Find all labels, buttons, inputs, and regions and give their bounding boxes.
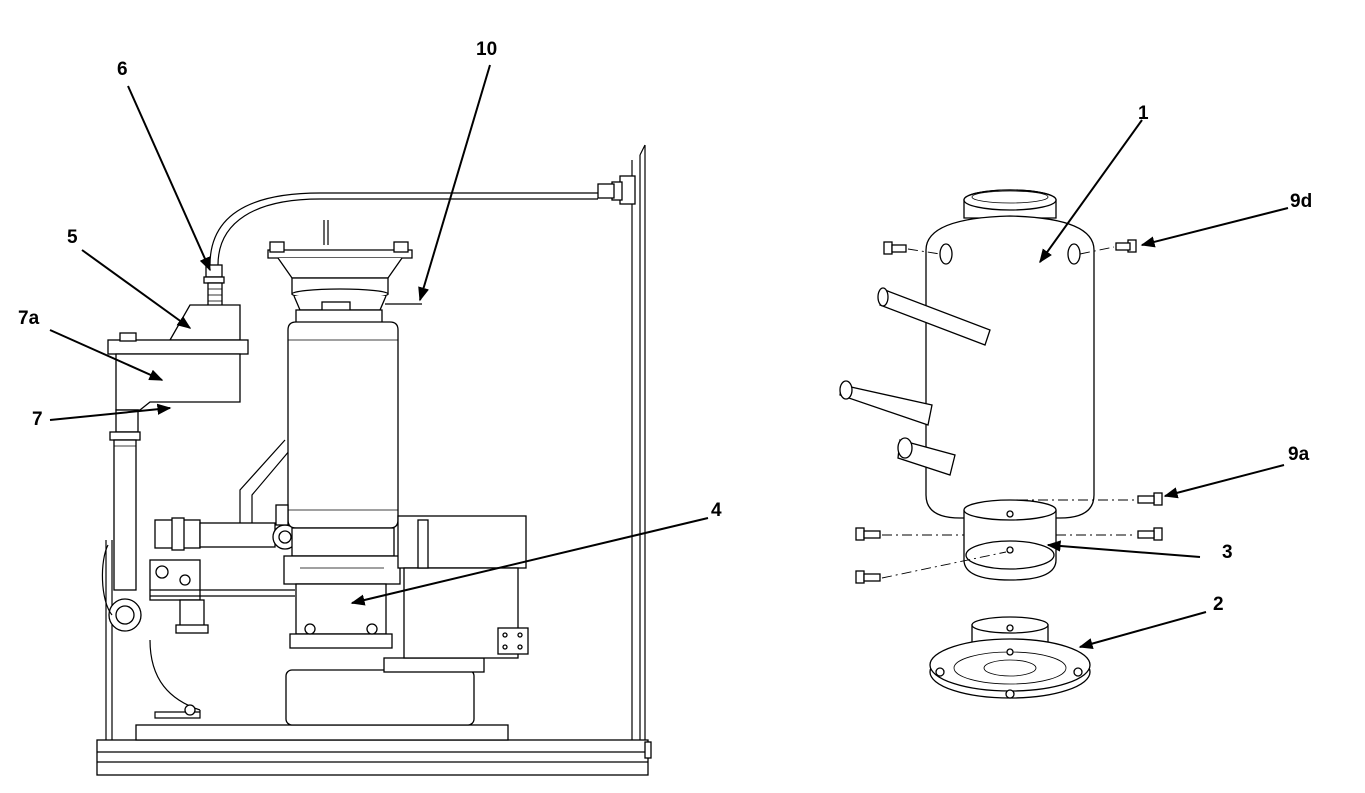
alignment-lines xyxy=(881,246,1136,579)
callout-3: 3 xyxy=(1222,542,1233,563)
reservoir-box xyxy=(107,304,249,441)
callout-2: 2 xyxy=(1213,594,1224,615)
callout-4: 4 xyxy=(711,500,722,521)
callout-7a: 7a xyxy=(18,308,40,329)
horizontal-pipes xyxy=(149,439,298,719)
motor-housing xyxy=(283,527,485,726)
main-cylinder xyxy=(275,321,399,529)
callout-10: 10 xyxy=(476,39,497,60)
callout-6: 6 xyxy=(117,59,128,80)
base-frame xyxy=(96,724,652,776)
control-box xyxy=(397,515,529,659)
callout-1: 1 xyxy=(1138,103,1149,124)
tubing xyxy=(209,192,598,266)
callout-9a: 9a xyxy=(1288,444,1310,465)
lower-collar xyxy=(963,499,1057,581)
base-flange xyxy=(929,616,1091,699)
top-lid xyxy=(267,220,422,325)
callout-9d: 9d xyxy=(1290,191,1312,212)
assembled-unit-view: 6 10 5 7a 7 4 xyxy=(18,39,722,776)
inlet-tubes xyxy=(839,287,991,476)
callout-5: 5 xyxy=(67,227,78,248)
tank-neck xyxy=(963,189,1057,219)
exploded-tank-view: 1 9d 9a 3 2 xyxy=(839,103,1312,699)
fitting xyxy=(203,264,225,308)
drain-pipe xyxy=(101,439,142,632)
callout-7: 7 xyxy=(32,409,43,430)
left-frame xyxy=(105,540,113,740)
rear-panel xyxy=(597,144,646,740)
tank-body xyxy=(925,215,1095,519)
screws xyxy=(855,239,1163,584)
